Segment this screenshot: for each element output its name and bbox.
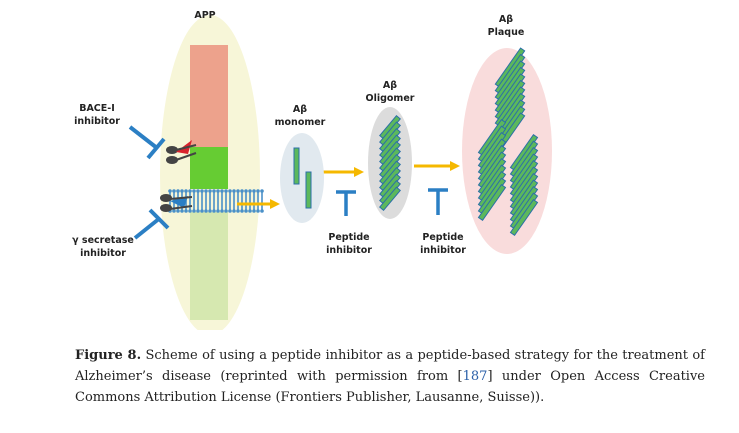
lipid-head xyxy=(212,189,216,193)
lipid-head xyxy=(244,189,248,193)
alzheimer-scheme-figure: APP BACE-I inhibitor γ secretase inhibit… xyxy=(72,10,552,330)
lipid-head xyxy=(232,189,236,193)
fibril-strand xyxy=(477,183,507,222)
figure-caption: Figure 8. Scheme of using a peptide inhi… xyxy=(75,345,705,408)
lipid-head xyxy=(184,189,188,193)
peptide-inhibitor-2-label-line2: inhibitor xyxy=(420,245,466,256)
arrow-app-to-monomer xyxy=(237,199,280,209)
lipid-head xyxy=(260,189,264,193)
fibril-strand xyxy=(379,186,401,212)
bace-inhibitor-label-line2: inhibitor xyxy=(74,116,120,127)
app-bottom-segment xyxy=(190,212,228,320)
lipid-head xyxy=(232,209,236,213)
lipid-head xyxy=(188,189,192,193)
lipid-head xyxy=(200,189,204,193)
lipid-head xyxy=(204,209,208,213)
peptide-inhibitor-2-icon xyxy=(428,188,448,215)
lipid-head xyxy=(200,209,204,213)
lipid-head xyxy=(168,189,172,193)
lipid-head xyxy=(220,189,224,193)
caption-text-start: Scheme of using a peptide inhibitor as a… xyxy=(75,348,705,384)
lipid-head xyxy=(248,209,252,213)
gamma-inhibitor-label-line2: inhibitor xyxy=(80,248,126,259)
lipid-head xyxy=(180,209,184,213)
gamma-inhibitor-label-line1: γ secretase xyxy=(72,235,134,246)
lipid-head xyxy=(260,209,264,213)
caption-text-end: ] under Open Access Creative Commons Att… xyxy=(75,369,705,405)
reference-link[interactable]: 187 xyxy=(462,369,488,384)
lipid-head xyxy=(172,189,176,193)
lipid-head xyxy=(208,209,212,213)
lipid-head xyxy=(252,189,256,193)
oligomer-label-line1: Aβ xyxy=(383,80,397,91)
lipid-head xyxy=(228,189,232,193)
gamma-secretase-inhibitor-icon xyxy=(133,208,170,240)
lipid-head xyxy=(224,209,228,213)
lipid-head xyxy=(176,189,180,193)
app-top-segment xyxy=(190,45,228,147)
lipid-head xyxy=(216,189,220,193)
lipid-head xyxy=(244,209,248,213)
lipid-head xyxy=(256,189,260,193)
monomer-strand-1 xyxy=(293,147,300,185)
monomer-ellipse xyxy=(280,133,324,223)
lipid-head xyxy=(208,189,212,193)
lipid-head xyxy=(196,209,200,213)
bace-inhibitor-label-line1: BACE-I xyxy=(79,103,115,114)
lipid-head xyxy=(240,189,244,193)
lipid-head xyxy=(236,209,240,213)
monomer-label-line2: monomer xyxy=(275,117,326,128)
app-middle-segment xyxy=(190,147,228,189)
lipid-head xyxy=(212,209,216,213)
lipid-head xyxy=(192,189,196,193)
peptide-inhibitor-1-label-line2: inhibitor xyxy=(326,245,372,256)
lipid-head xyxy=(236,189,240,193)
lipid-head xyxy=(220,209,224,213)
lipid-head xyxy=(216,209,220,213)
lipid-head xyxy=(256,209,260,213)
bace-inhibitor-icon xyxy=(128,125,166,160)
gamma-scissors-icon xyxy=(160,194,193,212)
lipid-head xyxy=(188,209,192,213)
lipid-head xyxy=(248,189,252,193)
monomer-strand-2 xyxy=(305,171,312,209)
peptide-inhibitor-2-label-line1: Peptide xyxy=(422,232,463,243)
monomer-label-line1: Aβ xyxy=(293,104,307,115)
lipid-head xyxy=(184,209,188,213)
peptide-inhibitor-1-icon xyxy=(336,190,356,216)
lipid-head xyxy=(224,189,228,193)
lipid-head xyxy=(252,209,256,213)
plaque-label-line1: Aβ xyxy=(499,14,513,25)
peptide-inhibitor-1-label-line1: Peptide xyxy=(328,232,369,243)
app-label: APP xyxy=(194,10,215,21)
fibril-strand xyxy=(509,198,539,237)
lipid-head xyxy=(180,189,184,193)
arrow-oligomer-to-plaque xyxy=(414,161,460,171)
oligomer-label-line2: Oligomer xyxy=(366,93,415,104)
plaque-fibrils xyxy=(477,47,539,237)
plaque-label-line2: Plaque xyxy=(488,27,525,38)
lipid-head xyxy=(196,189,200,193)
lipid-head xyxy=(172,209,176,213)
lipid-head xyxy=(176,209,180,213)
lipid-head xyxy=(228,209,232,213)
lipid-head xyxy=(192,209,196,213)
lipid-head xyxy=(204,189,208,193)
oligomer-fibrils xyxy=(379,114,401,212)
lipid-head xyxy=(240,209,244,213)
figure-label: Figure 8. xyxy=(75,348,142,363)
arrow-monomer-to-oligomer xyxy=(322,167,364,177)
bace-scissors-icon xyxy=(166,140,197,164)
